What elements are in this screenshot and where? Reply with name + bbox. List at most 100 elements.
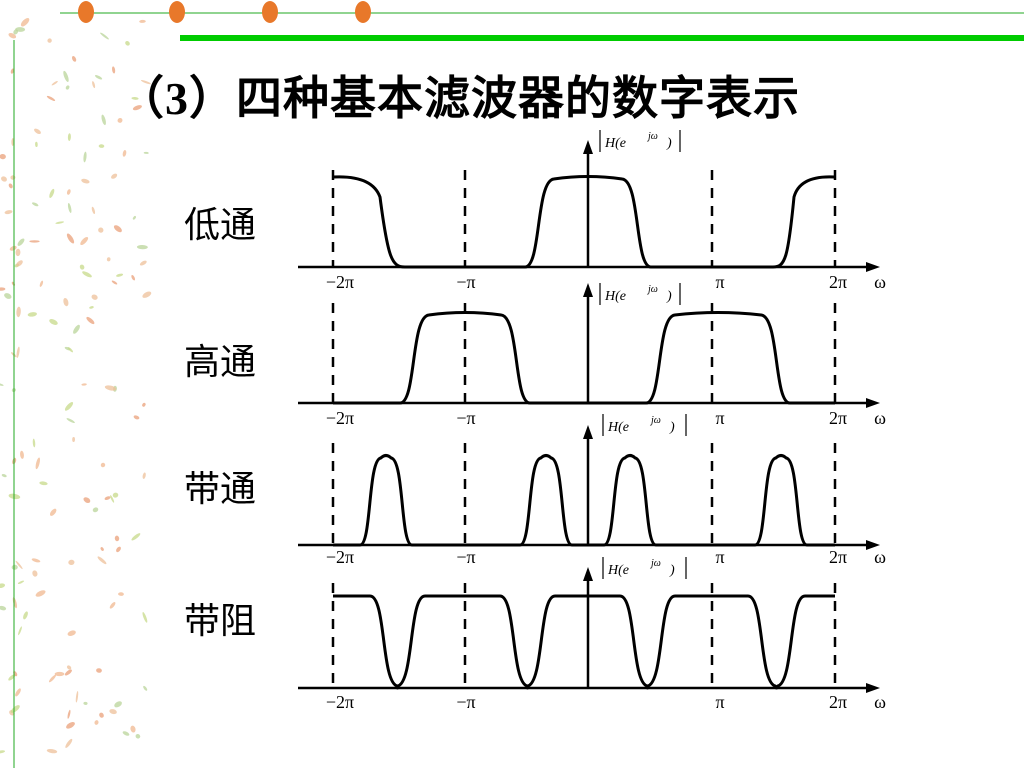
x-tick-label: 2π — [829, 408, 847, 428]
leaf-mark — [95, 75, 103, 80]
leaf-mark — [46, 748, 58, 754]
leaf-mark — [91, 294, 98, 300]
leaf-mark — [111, 173, 118, 179]
leaf-mark — [112, 66, 116, 74]
leaf-mark — [110, 495, 115, 503]
leaf-mark — [11, 564, 18, 570]
leaf-mark — [1, 474, 7, 478]
leaf-mark — [35, 457, 40, 470]
leaf-mark — [73, 324, 80, 334]
leaf-mark — [20, 450, 24, 459]
orange-ball — [262, 1, 278, 23]
leaf-mark — [64, 402, 74, 411]
leaf-mark — [131, 96, 139, 100]
slide-title: （3）四种基本滤波器的数字表示 — [118, 62, 800, 128]
x-tick-label: π — [715, 272, 724, 292]
leaf-mark — [32, 438, 36, 448]
leaf-mark — [94, 720, 99, 725]
leaf-mark — [96, 668, 102, 673]
leaf-mark — [29, 240, 40, 243]
leaf-mark — [86, 316, 95, 325]
leaf-mark — [83, 701, 88, 705]
leaf-mark — [122, 150, 127, 157]
y-axis-label-close: ) — [669, 420, 675, 435]
leaf-mark — [130, 725, 136, 733]
leaf-mark — [140, 80, 151, 85]
leaf-mark — [39, 280, 44, 287]
leaf-mark — [104, 496, 111, 500]
leaf-mark — [142, 472, 146, 479]
orange-ball — [169, 1, 185, 23]
leaf-mark — [10, 68, 15, 74]
leaf-mark — [132, 105, 142, 111]
leaf-mark — [35, 590, 46, 597]
y-axis-label-close: ) — [666, 289, 672, 304]
response-curve-highpass — [333, 311, 835, 405]
leaf-mark — [131, 274, 136, 281]
title-number: （3） — [118, 73, 236, 124]
leaf-mark — [125, 40, 130, 46]
leaf-mark — [66, 665, 72, 670]
leaf-mark — [116, 546, 121, 553]
filter-label-lowpass: 低通 — [184, 205, 257, 246]
leaf-pattern — [0, 17, 152, 754]
leaf-mark — [118, 592, 124, 596]
x-tick-label: −2π — [326, 692, 354, 712]
title-text: 四种基本滤波器的数字表示 — [236, 71, 800, 125]
leaf-mark — [111, 280, 118, 285]
x-axis-label: ω — [874, 692, 886, 712]
leaf-mark — [0, 382, 4, 386]
leaf-mark — [99, 712, 104, 718]
x-axis-label: ω — [874, 547, 886, 567]
leaf-mark — [91, 206, 96, 215]
leaf-mark — [66, 233, 75, 244]
leaf-mark — [139, 19, 146, 23]
leaf-mark — [8, 183, 13, 189]
leaf-mark — [89, 306, 94, 309]
leaf-mark — [122, 731, 130, 736]
leaf-mark — [0, 750, 6, 754]
response-curve-bandpass — [333, 454, 835, 547]
leaf-mark — [66, 418, 75, 424]
x-tick-label: π — [715, 547, 724, 567]
leaf-mark — [49, 508, 57, 516]
leaf-mark — [67, 630, 76, 636]
leaf-mark — [20, 17, 30, 27]
y-axis-arrow — [583, 140, 593, 154]
leaf-mark — [0, 287, 6, 291]
leaf-mark — [9, 245, 17, 251]
leaf-mark — [17, 238, 25, 246]
leaf-mark — [109, 709, 117, 715]
x-tick-label: π — [715, 408, 724, 428]
leaf-mark — [114, 535, 120, 542]
leaf-mark — [51, 80, 58, 86]
x-tick-label: 2π — [829, 692, 847, 712]
leaf-mark — [83, 497, 91, 504]
leaf-mark — [47, 38, 52, 43]
leaf-mark — [23, 611, 28, 620]
leaf-mark — [66, 189, 71, 195]
leaf-mark — [81, 383, 87, 386]
leaf-mark — [4, 210, 13, 215]
x-axis-arrow — [866, 262, 880, 272]
leaf-mark — [100, 547, 104, 551]
y-axis-arrow — [583, 567, 593, 581]
leaf-mark — [34, 128, 41, 135]
leaf-mark — [49, 319, 58, 325]
y-axis-label: H(e — [604, 136, 626, 151]
leaf-mark — [81, 178, 90, 184]
leaf-mark — [31, 558, 41, 563]
leaf-mark — [64, 669, 72, 676]
leaf-mark — [31, 202, 39, 207]
leaf-mark — [131, 533, 141, 541]
leaf-mark — [98, 144, 105, 148]
leaf-mark — [106, 257, 111, 262]
leaf-mark — [16, 346, 20, 359]
y-axis-arrow — [583, 283, 593, 297]
leaf-mark — [54, 671, 65, 677]
leaf-mark — [0, 153, 6, 160]
leaf-mark — [71, 56, 77, 62]
leaf-mark — [142, 291, 152, 298]
x-axis-arrow — [866, 683, 880, 693]
